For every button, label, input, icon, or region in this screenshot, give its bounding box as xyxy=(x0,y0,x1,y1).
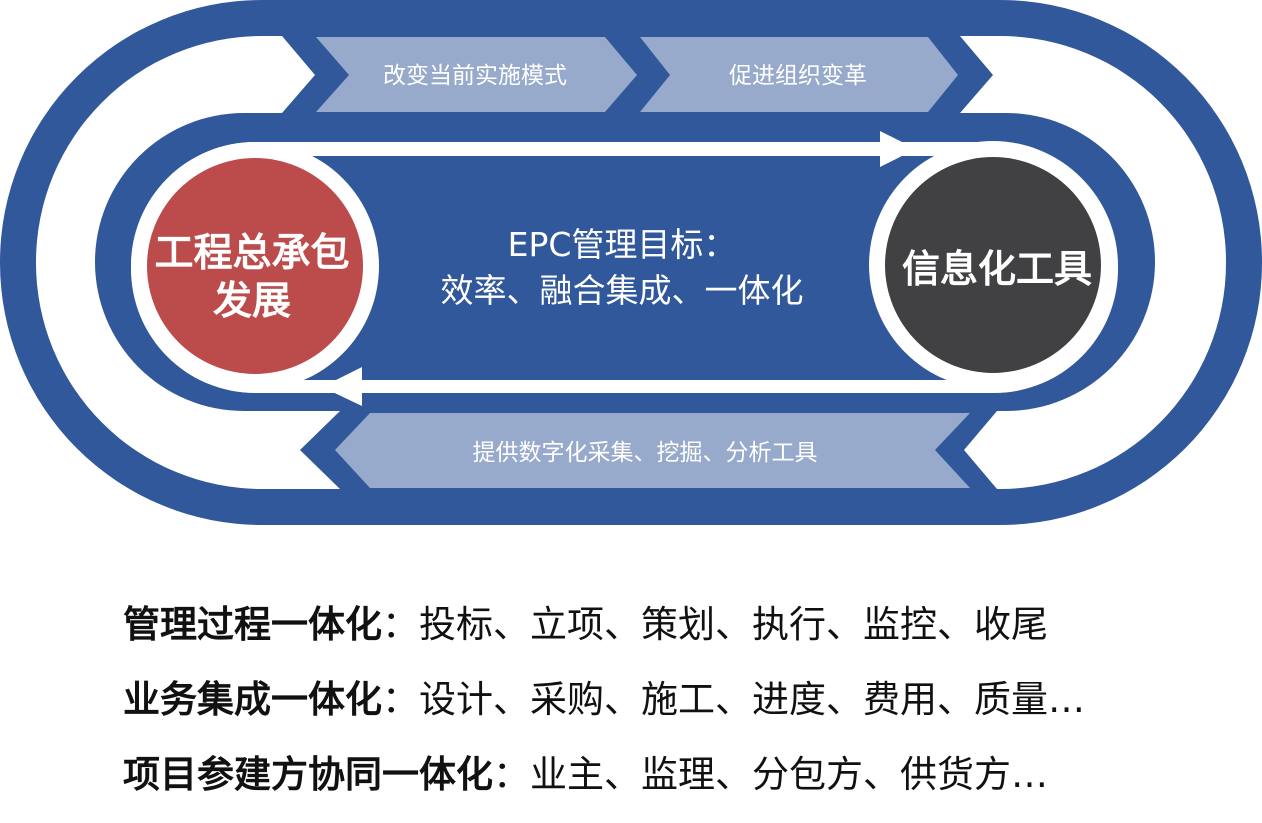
center-goal-title: EPC管理目标： xyxy=(508,225,737,264)
banner-bottom-label: 提供数字化采集、挖掘、分析工具 xyxy=(473,440,818,466)
left-circle xyxy=(147,158,363,374)
list-item-title: 管理过程一体化 xyxy=(123,603,382,646)
arrow-left-icon xyxy=(322,367,362,406)
list-item-title: 业务集成一体化 xyxy=(123,678,382,721)
list-item: 业务集成一体化：设计、采购、施工、进度、费用、质量… xyxy=(123,671,1085,746)
list-item: 管理过程一体化：投标、立项、策划、执行、监控、收尾 xyxy=(123,596,1085,671)
chevron-org-change xyxy=(640,37,958,112)
right-circle-label: 信息化工具 xyxy=(902,247,1092,291)
list-item-text: ：设计、采购、施工、进度、费用、质量… xyxy=(382,678,1085,721)
left-circle-line2: 发展 xyxy=(213,279,291,324)
center-goal-items: 效率、融合集成、一体化 xyxy=(441,271,804,310)
banner-top-2-label: 促进组织变革 xyxy=(729,63,867,89)
list-item-title: 项目参建方协同一体化 xyxy=(123,753,493,796)
right-circle xyxy=(885,157,1101,373)
integration-list: 管理过程一体化：投标、立项、策划、执行、监控、收尾 业务集成一体化：设计、采购、… xyxy=(123,596,1085,821)
chevron-digital-tools xyxy=(335,413,970,488)
banner-top-1-label: 改变当前实施模式 xyxy=(383,63,567,89)
epc-cycle-diagram: 改变当前实施模式 促进组织变革 提供数字化采集、挖掘、分析工具 工程总承包 发展… xyxy=(0,0,1262,525)
list-item: 项目参建方协同一体化：业主、监理、分包方、供货方… xyxy=(123,746,1085,821)
chevron-change-mode xyxy=(316,37,637,112)
list-item-text: ：业主、监理、分包方、供货方… xyxy=(493,753,1048,796)
left-circle-line1: 工程总承包 xyxy=(154,231,349,276)
list-item-text: ：投标、立项、策划、执行、监控、收尾 xyxy=(382,603,1048,646)
arrow-right-icon xyxy=(880,131,916,167)
